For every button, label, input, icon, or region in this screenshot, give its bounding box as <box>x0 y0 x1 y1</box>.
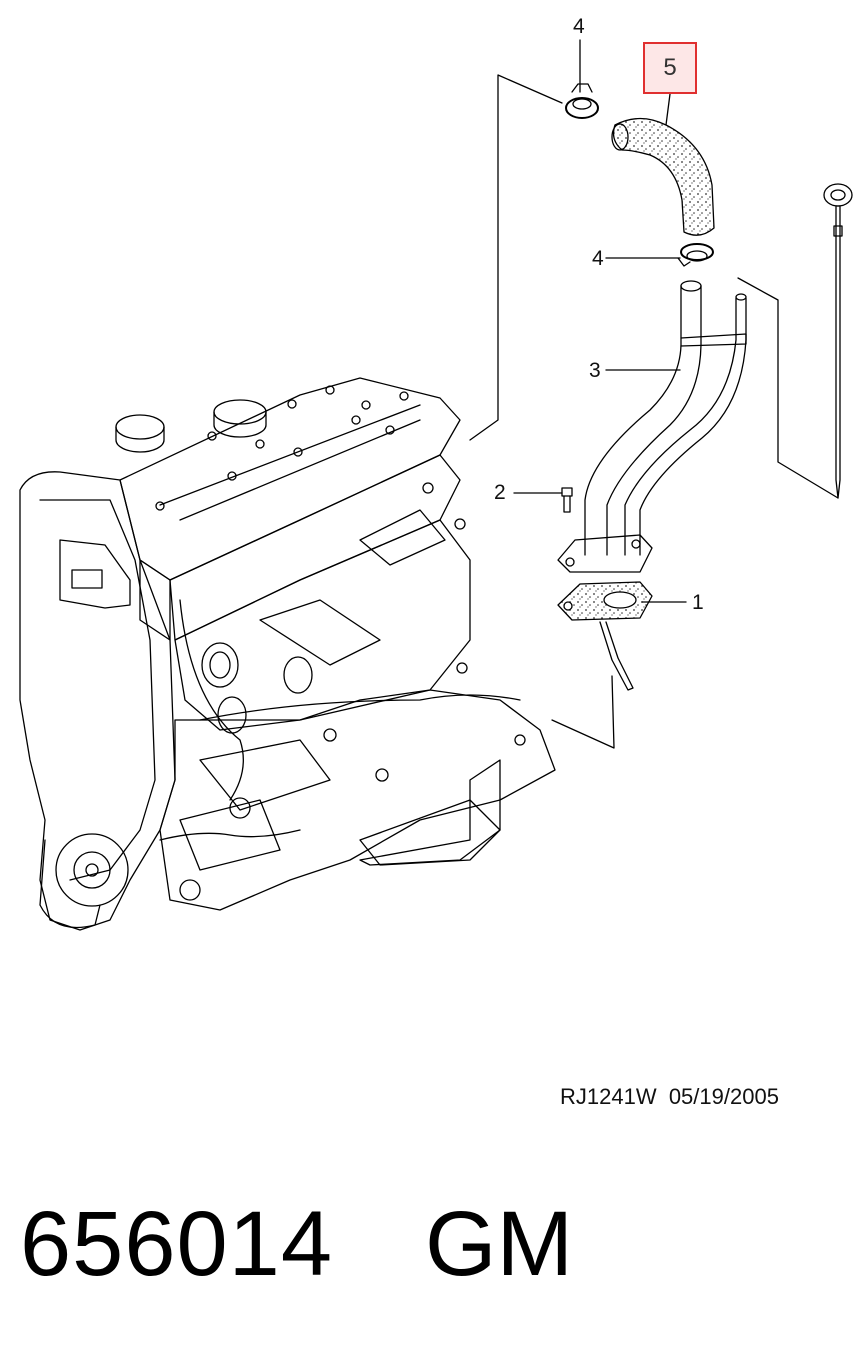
parts-diagram: 4 5 4 3 2 1 <box>19 15 853 931</box>
gasket <box>557 581 653 691</box>
part-number: 656014 <box>20 1193 333 1295</box>
filler-tube <box>557 280 747 573</box>
bracket-lines <box>469 74 839 749</box>
callout-tube: 3 <box>589 359 601 382</box>
callout-clamp-lower: 4 <box>592 247 604 270</box>
engine-illustration <box>19 39 853 931</box>
brand-name: GM <box>425 1193 574 1295</box>
hose-clamp-top <box>565 83 599 119</box>
callout-gasket: 1 <box>692 591 704 614</box>
leader-lines <box>513 39 687 603</box>
callout-bolt: 2 <box>494 481 506 504</box>
drawing-code: RJ1241W 05/19/2005 <box>560 1084 779 1109</box>
hose-clamp-lower <box>677 243 714 267</box>
dipstick <box>823 183 853 499</box>
callout-hose-highlighted: 5 <box>643 42 697 94</box>
engine-block <box>19 377 556 931</box>
breather-hose <box>611 117 715 236</box>
bolt <box>561 487 573 513</box>
callout-clamp-top: 4 <box>573 15 585 38</box>
